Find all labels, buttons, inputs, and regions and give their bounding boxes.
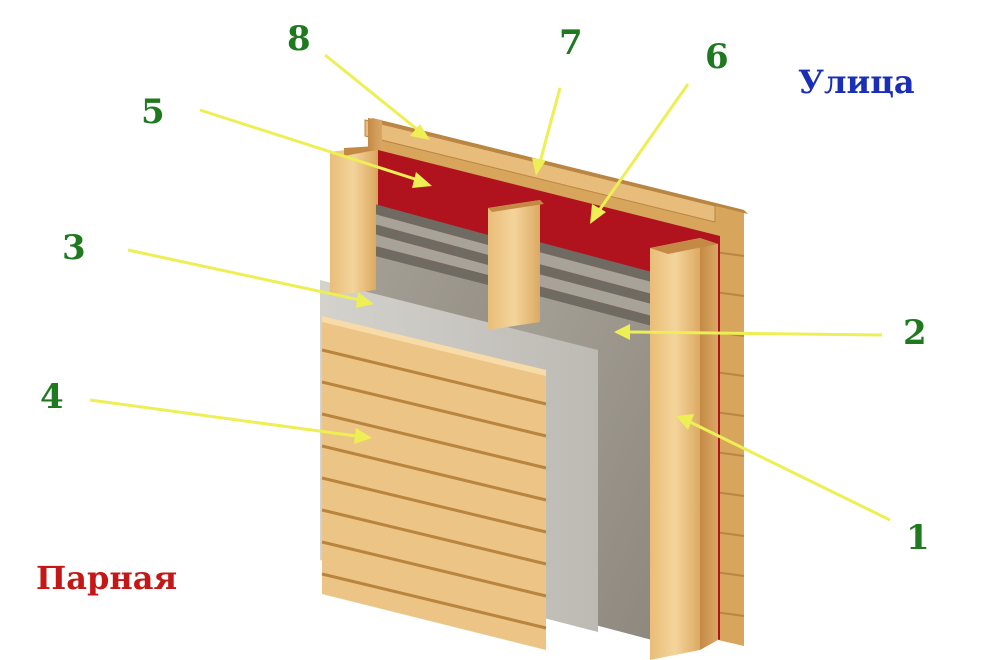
arrow-6 <box>590 83 690 224</box>
lining-board-seams <box>321 348 547 630</box>
arrow-1 <box>676 414 891 522</box>
street-label: Улица <box>798 63 915 101</box>
callout-number-3: 3 <box>62 228 86 268</box>
callout-number-8: 8 <box>287 19 311 59</box>
top-batten <box>364 119 716 223</box>
studs <box>330 118 718 660</box>
interior-lining-boards <box>321 316 547 650</box>
callout-number-2: 2 <box>903 313 927 353</box>
callout-arrows <box>89 53 891 522</box>
arrow-7 <box>532 87 562 176</box>
callout-number-6: 6 <box>705 37 729 77</box>
arrow-2 <box>614 324 883 340</box>
steam-room-label: Парная <box>36 559 178 597</box>
insulation-ridges <box>344 200 652 326</box>
callout-number-7: 7 <box>559 23 583 63</box>
arrow-5 <box>199 108 432 188</box>
arrow-4 <box>89 398 372 444</box>
callout-number-1: 1 <box>906 518 930 558</box>
arrow-8 <box>324 53 430 140</box>
callout-number-5: 5 <box>141 92 165 132</box>
arrow-3 <box>127 248 374 308</box>
callout-number-4: 4 <box>40 377 64 417</box>
